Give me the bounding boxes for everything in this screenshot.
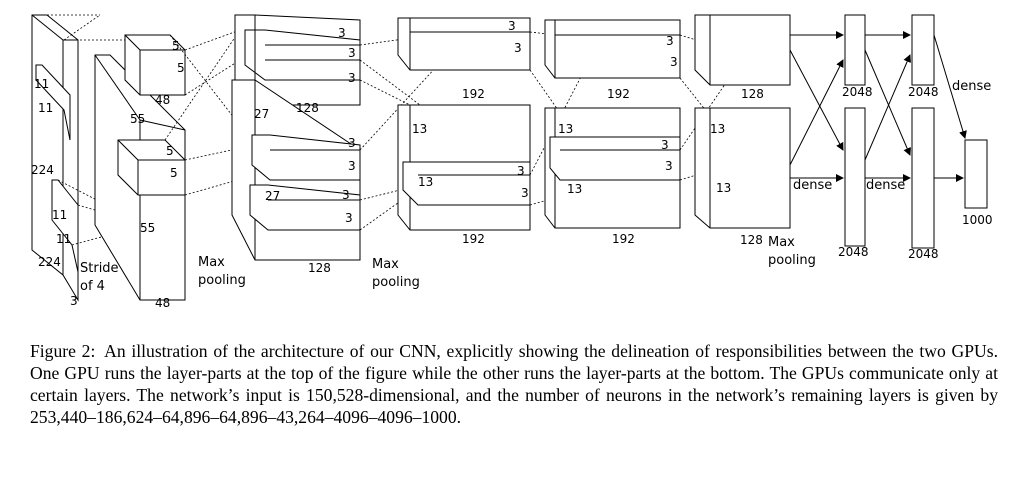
label-maxpool: pooling	[768, 253, 816, 268]
label-of-4: of 4	[80, 279, 105, 294]
conv5-layer	[694, 14, 791, 229]
label-conv4-kernel: 3	[666, 34, 674, 48]
label-conv4-kernel: 3	[670, 55, 678, 69]
figure-caption: Figure 2: An illustration of the archite…	[30, 340, 998, 428]
label-conv3-depth: 192	[462, 87, 485, 101]
label-conv1-kernel: 5	[177, 61, 185, 75]
label-conv3-kernel: 3	[517, 164, 525, 178]
output-layer	[964, 139, 988, 209]
label-maxpool: Max	[198, 255, 225, 270]
label-maxpool: Max	[372, 257, 399, 272]
label-conv4-depth: 192	[612, 232, 635, 246]
label-conv3-kernel: 3	[508, 19, 516, 33]
label-conv3-size: 13	[418, 175, 433, 189]
label-fc-size: 2048	[838, 245, 869, 259]
label-conv2-size: 27	[254, 107, 269, 121]
label-conv3-depth: 192	[462, 232, 485, 246]
label-conv2-kernel: 3	[348, 46, 356, 60]
conv2-layer	[231, 14, 501, 261]
label-conv2-size: 27	[265, 189, 280, 203]
fc6-top	[844, 14, 866, 86]
label-dense: dense	[866, 178, 905, 193]
label-conv1-depth: 48	[155, 296, 170, 310]
cnn-architecture-figure: 11 11 224 11 11 224 Stride of 4 3 5 5 48…	[31, 14, 993, 310]
label-conv1-depth: 48	[155, 93, 170, 107]
label-conv2-depth: 128	[296, 101, 319, 115]
conv1-layer	[94, 29, 256, 301]
label-conv4-depth: 192	[607, 87, 630, 101]
label-maxpool: pooling	[372, 275, 420, 290]
label-conv2-kernel: 3	[338, 26, 346, 40]
architecture-diagram: 11 11 224 11 11 224 Stride of 4 3 5 5 48…	[31, 14, 993, 310]
label-fc-size: 2048	[842, 85, 873, 99]
label-conv4-kernel: 3	[665, 159, 673, 173]
label-kernel-11: 11	[38, 101, 53, 115]
label-conv3-kernel: 3	[521, 186, 529, 200]
label-conv5-size: 13	[716, 181, 731, 195]
label-kernel-11: 11	[52, 208, 67, 222]
label-dense: dense	[793, 178, 832, 193]
conv3-layer	[397, 17, 601, 231]
label-maxpool: Max	[768, 235, 795, 250]
label-fc-size: 2048	[908, 85, 939, 99]
label-conv2-kernel: 3	[345, 211, 353, 225]
diagram-labels: 11 11 224 11 11 224 Stride of 4 3 5 5 48…	[31, 19, 993, 310]
label-conv5-size: 13	[710, 122, 725, 136]
label-conv2-kernel: 3	[348, 159, 356, 173]
label-conv1-kernel: 5	[170, 166, 178, 180]
label-conv4-kernel: 3	[661, 138, 669, 152]
label-conv1-kernel: 5	[166, 144, 174, 158]
label-conv2-kernel: 3	[348, 136, 356, 150]
label-kernel-11: 11	[34, 77, 49, 91]
label-conv3-kernel: 3	[514, 41, 522, 55]
input-volume	[31, 14, 146, 302]
label-conv4-size: 13	[558, 122, 573, 136]
label-conv2-kernel: 3	[348, 71, 356, 85]
label-kernel-11: 11	[56, 232, 71, 246]
fc6-bottom	[844, 107, 866, 247]
label-output-size: 1000	[962, 213, 993, 227]
caption-label: Figure 2:	[30, 341, 96, 361]
label-input-224: 224	[38, 255, 61, 269]
label-conv5-depth: 128	[741, 87, 764, 101]
caption-text: An illustration of the architecture of o…	[30, 341, 998, 427]
label-conv1-size: 55	[140, 221, 155, 235]
label-conv5-depth: 128	[740, 233, 763, 247]
label-conv4-size: 13	[567, 182, 582, 196]
label-input-224: 224	[31, 163, 54, 177]
label-fc-size: 2048	[908, 247, 939, 261]
label-conv3-size: 13	[412, 122, 427, 136]
fc7-top	[911, 14, 935, 86]
label-stride: Stride	[80, 261, 119, 276]
label-conv1-size: 55	[130, 112, 145, 126]
label-dense: dense	[952, 79, 991, 94]
fc7-bottom	[911, 107, 935, 249]
label-maxpool: pooling	[198, 273, 246, 288]
label-conv1-kernel: 5	[172, 39, 180, 53]
label-conv2-kernel: 3	[342, 188, 350, 202]
label-conv2-depth: 128	[308, 261, 331, 275]
label-input-depth: 3	[70, 294, 78, 308]
conv4-layer	[544, 19, 746, 229]
fc-layers	[789, 14, 988, 249]
